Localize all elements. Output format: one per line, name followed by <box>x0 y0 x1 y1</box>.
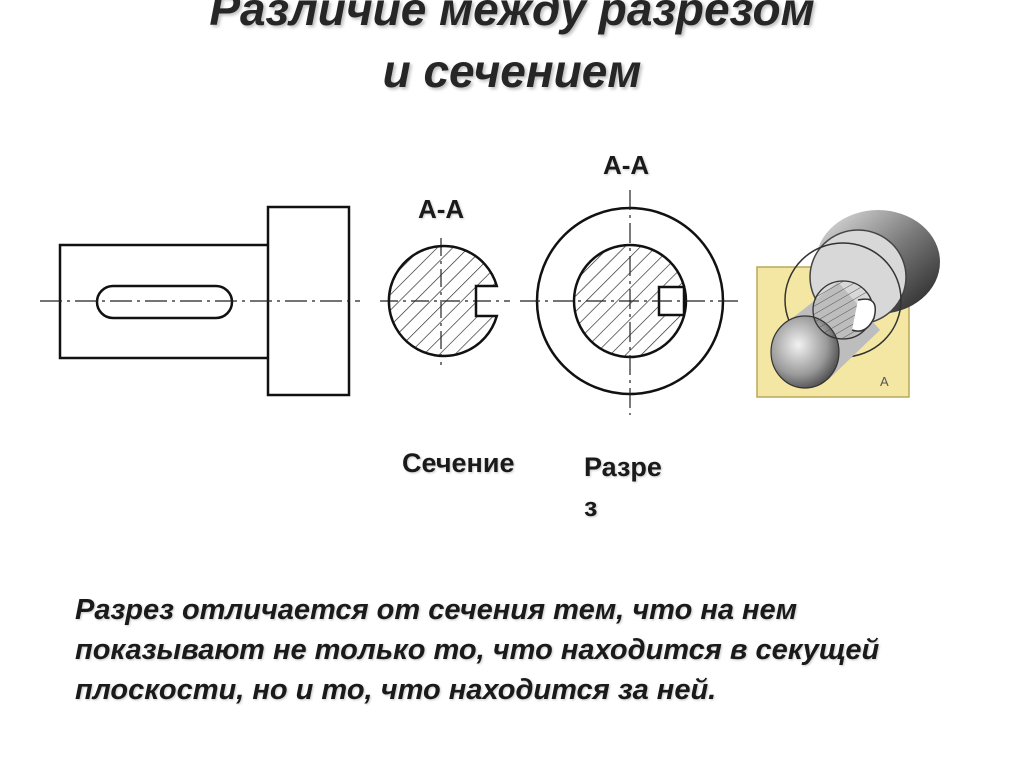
title-line-1: Различие между разрезом <box>209 0 815 35</box>
caption-cut-line-1: Разре <box>584 452 662 482</box>
shaft-front-view <box>40 205 360 397</box>
keyway-curve <box>851 298 876 332</box>
caption-cut-line-2: з <box>584 492 598 522</box>
section-label: А-А <box>418 194 465 224</box>
slide-title: Различие между разрезом и сечением <box>0 0 1024 102</box>
caption-section: Сечение <box>402 448 515 478</box>
section-view <box>380 238 510 365</box>
description-text: Разрез отличается от сечения тем, что на… <box>75 594 880 706</box>
cut-label: А-А <box>603 150 650 180</box>
cut-view <box>520 190 738 415</box>
isometric-illustration: А <box>756 210 940 398</box>
title-line-2: и сечением <box>382 45 642 97</box>
photo-plane-label: А <box>880 374 889 389</box>
hatched-section-shape <box>387 244 499 358</box>
shaft-end <box>770 315 840 389</box>
keyway-slot <box>95 284 234 320</box>
